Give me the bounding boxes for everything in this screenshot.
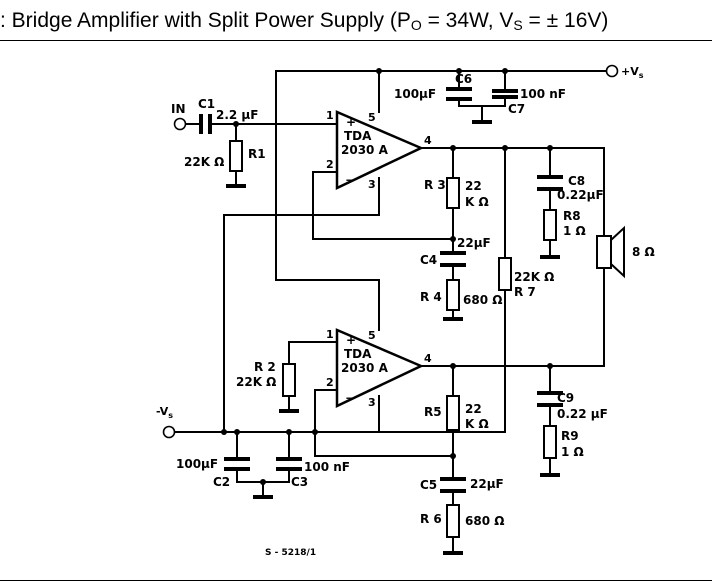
ic1-label-line2: 2030 A [341, 143, 389, 157]
r9-resistor [543, 425, 557, 459]
top-rule [0, 40, 712, 41]
ic2-pin3: 3 [368, 396, 376, 409]
ic2-label-line1: TDA [344, 347, 372, 361]
c2-value: 100μF [176, 457, 218, 471]
ic2-pin1: 1 [326, 328, 334, 341]
c4-value: 22μF [457, 236, 491, 250]
ic1-pin5: 5 [368, 111, 376, 124]
r4-resistor [446, 279, 460, 311]
r5-label: R5 [424, 405, 442, 419]
r3-value-line2: K Ω [465, 195, 489, 209]
vminus-label: -Vs [156, 405, 173, 420]
ic1-label-line1: TDA [344, 129, 372, 143]
r3-label: R 3 [424, 178, 446, 192]
r3-value-line1: 22 [465, 179, 482, 193]
amplifier-ic2 [335, 328, 425, 408]
bottom-rule [0, 580, 712, 581]
r6-resistor [446, 504, 460, 538]
r8-label: R8 [563, 209, 581, 223]
title-text: : Bridge Amplifier with Split Power Supp… [0, 9, 411, 32]
c6-label: C6 [455, 72, 472, 86]
c5-capacitor [440, 477, 466, 493]
r6-label: R 6 [420, 512, 442, 526]
input-terminal [173, 117, 187, 131]
ic1-minus-sign: − [345, 173, 355, 187]
c9-label: C9 [557, 391, 574, 405]
c7-capacitor [492, 89, 518, 99]
ic1-plus-sign: + [346, 115, 356, 129]
title-po-subscript: O [410, 17, 422, 33]
resistors [229, 140, 557, 538]
c4-label: C4 [420, 253, 437, 267]
figure-title: : Bridge Amplifier with Split Power Supp… [0, 4, 712, 38]
capacitors [199, 87, 563, 493]
r7-resistor [498, 257, 512, 291]
c3-label: C3 [291, 475, 308, 489]
r9-value: 1 Ω [561, 445, 584, 459]
c7-label: C7 [508, 102, 525, 116]
speaker-value: 8 Ω [632, 245, 655, 259]
ground-symbols [226, 120, 560, 555]
r2-value: 22K Ω [236, 375, 276, 389]
r1-value: 22K Ω [184, 155, 224, 169]
r3-resistor [446, 177, 460, 209]
c6-capacitor [446, 87, 472, 101]
c6-value: 100μF [394, 87, 436, 101]
r4-value: 680 Ω [463, 293, 502, 307]
r8-resistor [543, 209, 557, 241]
wires [174, 70, 607, 553]
c7-value: 100 nF [520, 87, 566, 101]
c3-value: 100 nF [304, 460, 350, 474]
ic1-pin2: 2 [326, 158, 334, 171]
ic2-label-line2: 2030 A [341, 361, 389, 375]
r5-value-line2: K Ω [465, 417, 489, 431]
r5-resistor [446, 395, 460, 431]
r4-label: R 4 [420, 290, 442, 304]
r8-value: 1 Ω [563, 224, 586, 238]
ic2-pin2: 2 [326, 376, 334, 389]
vminus-terminal [162, 425, 176, 439]
c1-value: 2.2 μF [216, 108, 258, 122]
title-vs-subscript: S [513, 17, 523, 33]
ic1-pin1: 1 [326, 109, 334, 122]
r6-value: 680 Ω [465, 514, 504, 528]
speaker-symbol [596, 225, 625, 279]
c8-capacitor [537, 175, 563, 191]
c3-capacitor [276, 457, 302, 471]
c1-label: C1 [198, 97, 215, 111]
c8-value: 0.22μF [557, 188, 604, 202]
r2-resistor [282, 363, 296, 397]
c2-capacitor [224, 457, 250, 471]
c5-value: 22μF [470, 477, 504, 491]
c2-label: C2 [213, 475, 230, 489]
c1-capacitor [199, 114, 212, 134]
vplus-label: +Vs [621, 65, 644, 80]
c5-label: C5 [420, 478, 437, 492]
input-label: IN [171, 102, 186, 116]
r7-value: 22K Ω [514, 270, 554, 284]
junction-dots [221, 68, 553, 485]
r2-label: R 2 [254, 360, 276, 374]
vplus-terminal [605, 64, 619, 78]
r1-label: R1 [248, 147, 266, 161]
ic2-plus-sign: + [346, 333, 356, 347]
ic1-pin4: 4 [424, 134, 432, 147]
c9-capacitor [537, 391, 563, 407]
amplifier-ic1 [335, 110, 425, 190]
ic2-pin5: 5 [368, 329, 376, 342]
title-text-suffix: = ± 16V) [522, 9, 609, 32]
title-text-middle: = 34W, V [421, 9, 514, 32]
ic2-minus-sign: − [345, 391, 355, 405]
r9-label: R9 [561, 429, 579, 443]
r7-label: R 7 [514, 285, 536, 299]
ic2-pin4: 4 [424, 352, 432, 365]
c9-value: 0.22 μF [557, 407, 608, 421]
figure-id: S - 5218/1 [265, 548, 316, 558]
c4-capacitor [440, 251, 466, 267]
ic1-pin3: 3 [368, 178, 376, 191]
r5-value-line1: 22 [465, 402, 482, 416]
r1-resistor [229, 140, 243, 172]
c8-label: C8 [568, 174, 585, 188]
